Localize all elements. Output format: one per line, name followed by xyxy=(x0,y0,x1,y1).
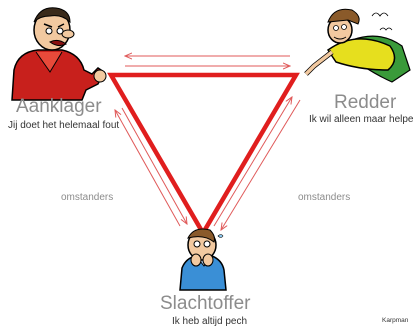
rescuer-subtitle: Ik wil alleen maar helpen xyxy=(309,114,413,125)
rescuer-title: Redder xyxy=(334,92,397,113)
victim-figure xyxy=(179,228,227,291)
arrow-victim-to-accuser xyxy=(115,110,181,227)
accuser-figure xyxy=(11,7,107,101)
victim-subtitle: Ik heb altijd pech xyxy=(172,316,248,327)
arrow-accuser-to-victim xyxy=(121,107,187,224)
bystanders-right-label: omstanders xyxy=(298,192,351,203)
victim-title: Slachtoffer xyxy=(160,293,251,314)
arrow-victim-to-rescuer xyxy=(213,97,292,227)
arrow-rescuer-to-victim xyxy=(221,99,301,230)
accuser-title: Aanklager xyxy=(16,96,102,117)
drama-triangle xyxy=(107,72,300,238)
accuser-subtitle: Jij doet het helemaal fout xyxy=(8,120,120,131)
credit-label: Karpman xyxy=(382,317,409,324)
rescuer-figure xyxy=(304,8,411,83)
bystanders-left-label: omstanders xyxy=(61,192,114,203)
